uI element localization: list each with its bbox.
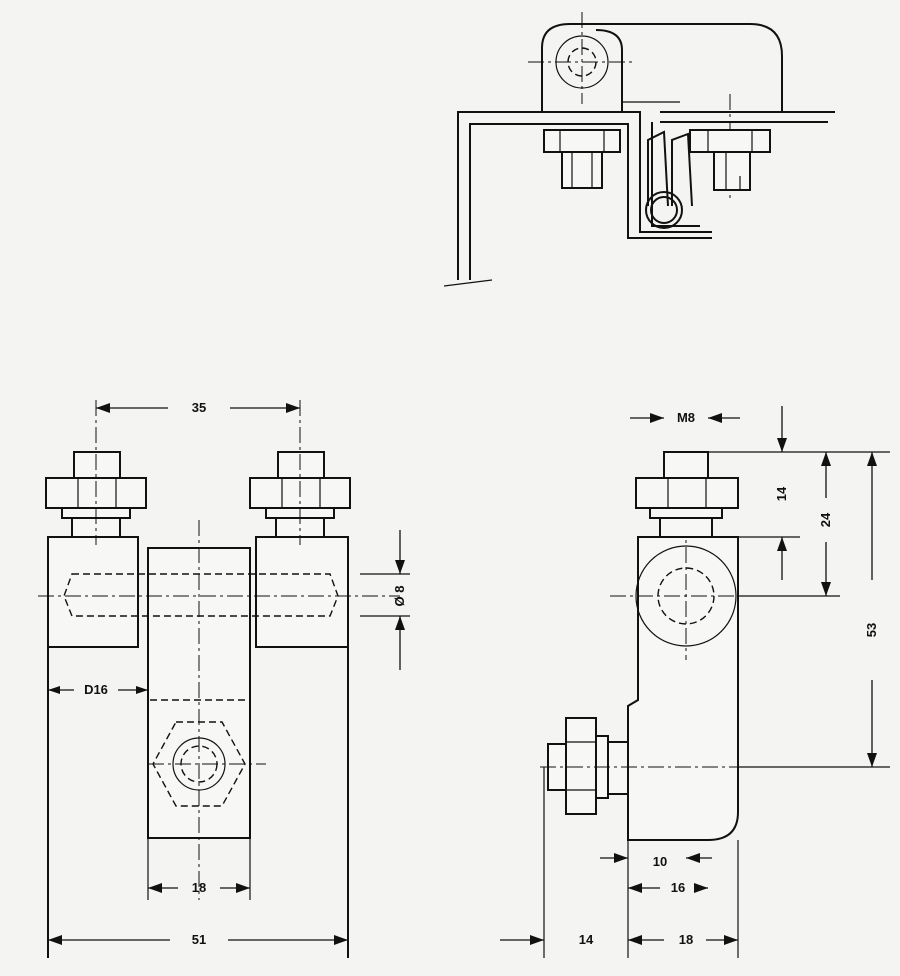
dim-thread: M8 (677, 410, 695, 425)
dim-pin-diameter: Ø 8 (392, 586, 407, 607)
dim-foot-offset: 10 (653, 854, 667, 869)
dim-nut-height: 14 (774, 486, 789, 501)
section-view (443, 12, 835, 287)
dim-roller-diameter: D16 (84, 682, 108, 697)
dim-overall-width: 51 (192, 932, 206, 947)
dim-bolt-spacing: 35 (192, 400, 206, 415)
front-view: 35 Ø 8 D16 18 51 (38, 400, 410, 958)
dim-side-width-18: 18 (679, 932, 693, 947)
dim-top-to-base: 53 (864, 623, 879, 637)
side-view: M8 14 24 53 10 16 (500, 406, 890, 958)
dim-bolt-projection: 14 (579, 932, 594, 947)
dim-side-width-16: 16 (671, 880, 685, 895)
dim-center-width: 18 (192, 880, 206, 895)
dim-top-to-pin: 24 (818, 512, 833, 527)
